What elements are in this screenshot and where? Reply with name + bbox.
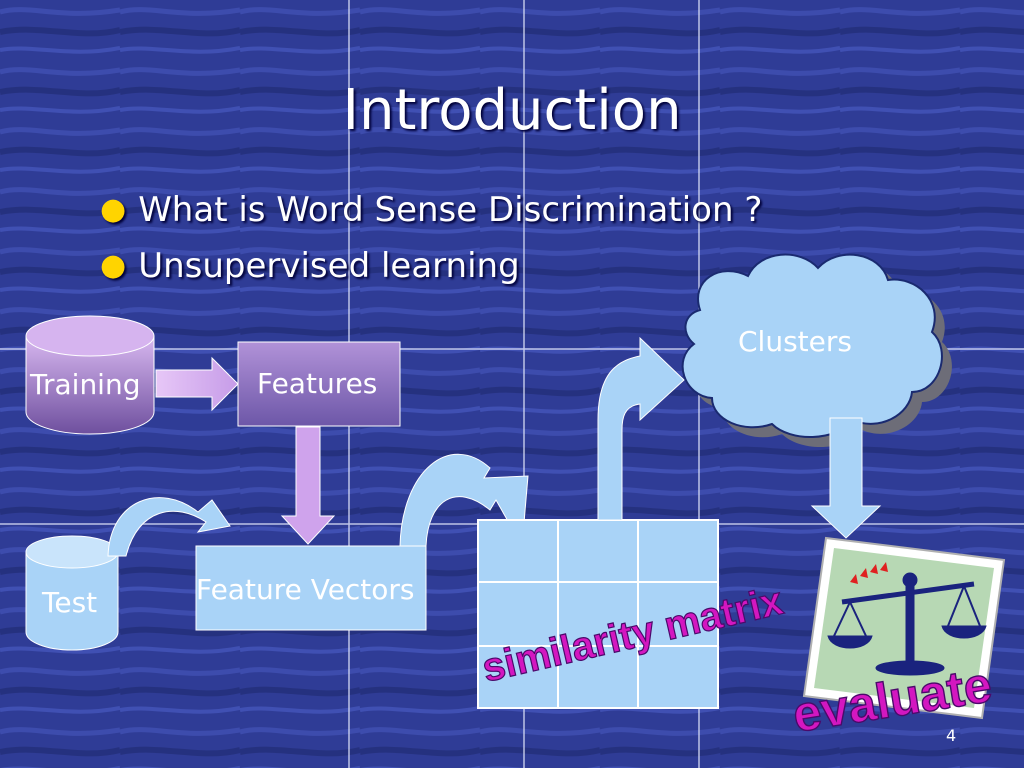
test-label: Test [42, 586, 98, 619]
balance-scale-icon [827, 572, 987, 676]
training-label: Training [30, 368, 141, 401]
evaluate-clipart [802, 536, 1006, 720]
bullet-item: ● Unsupervised learning [100, 246, 520, 286]
training-cylinder [25, 315, 155, 435]
bullet-text: What is Word Sense Discrimination ? [138, 190, 763, 230]
bullet-text: Unsupervised learning [138, 246, 520, 286]
arrow-training-to-features [155, 356, 239, 412]
arrow-clusters-to-evaluate [810, 417, 882, 539]
clusters-label: Clusters [738, 325, 852, 358]
decorative-triangles [850, 562, 888, 584]
curved-arrow-test-to-vectors [107, 497, 231, 557]
page-number: 4 [946, 726, 957, 745]
bullet-item: ● What is Word Sense Discrimination ? [100, 190, 762, 230]
feature-vectors-label: Feature Vectors [196, 573, 415, 606]
similarity-matrix-grid [477, 519, 719, 709]
curved-arrow-vectors-to-matrix [399, 453, 529, 548]
feature-vectors-box [195, 545, 427, 631]
features-label: Features [257, 367, 378, 400]
slide-title: Introduction [342, 78, 682, 143]
arrow-features-to-vectors [280, 426, 336, 545]
clusters-cloud [681, 253, 943, 438]
bullet-dot-icon: ● [100, 248, 127, 283]
curved-arrow-matrix-to-clusters [597, 336, 685, 521]
bullet-dot-icon: ● [100, 192, 127, 227]
features-box [237, 341, 401, 427]
